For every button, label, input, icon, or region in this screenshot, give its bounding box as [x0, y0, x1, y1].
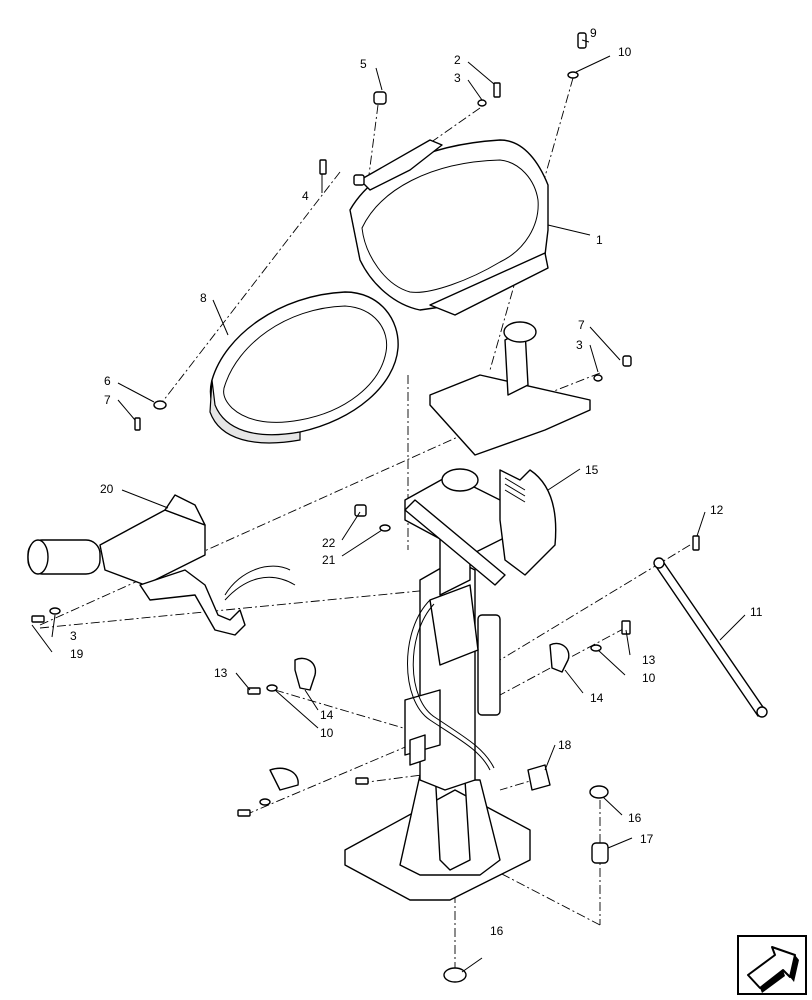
callout-10: 10: [618, 45, 632, 59]
callout-7: 7: [104, 393, 111, 407]
callout-10: 10: [320, 726, 334, 740]
callout-14: 14: [320, 708, 334, 722]
callout-22: 22: [322, 536, 336, 550]
callout-labels: 1 2 3 3 3 4 5 6 7 7 8 9 10 10 10 11 12 1…: [70, 26, 763, 938]
bezel-frame: [209, 291, 399, 444]
callout-4: 4: [302, 189, 309, 203]
next-page-arrow-icon[interactable]: [737, 935, 807, 995]
callout-18: 18: [558, 738, 572, 752]
callout-16: 16: [490, 924, 504, 938]
callout-15: 15: [585, 463, 599, 477]
callout-12: 12: [710, 503, 724, 517]
callout-3: 3: [576, 338, 583, 352]
callout-1: 1: [596, 233, 603, 247]
callout-leaders: [31, 39, 746, 973]
fasteners: [31, 32, 700, 983]
callout-17: 17: [640, 832, 654, 846]
console-column: [344, 321, 591, 901]
display-housing: [349, 139, 549, 316]
callout-14: 14: [590, 691, 604, 705]
callout-21: 21: [322, 553, 336, 567]
callout-8: 8: [200, 291, 207, 305]
rod: [653, 557, 768, 718]
callout-11: 11: [750, 605, 763, 619]
callout-20: 20: [100, 482, 114, 496]
callout-16: 16: [628, 811, 642, 825]
joystick: [27, 494, 296, 636]
callout-6: 6: [104, 374, 111, 388]
callout-19: 19: [70, 647, 84, 661]
callout-5: 5: [360, 57, 367, 71]
callout-2: 2: [454, 53, 461, 67]
callout-3: 3: [454, 71, 461, 85]
callout-10: 10: [642, 671, 656, 685]
callout-13: 13: [214, 666, 228, 680]
callout-13: 13: [642, 653, 656, 667]
callout-3: 3: [70, 629, 77, 643]
callout-9: 9: [590, 26, 597, 40]
callout-7: 7: [578, 318, 585, 332]
